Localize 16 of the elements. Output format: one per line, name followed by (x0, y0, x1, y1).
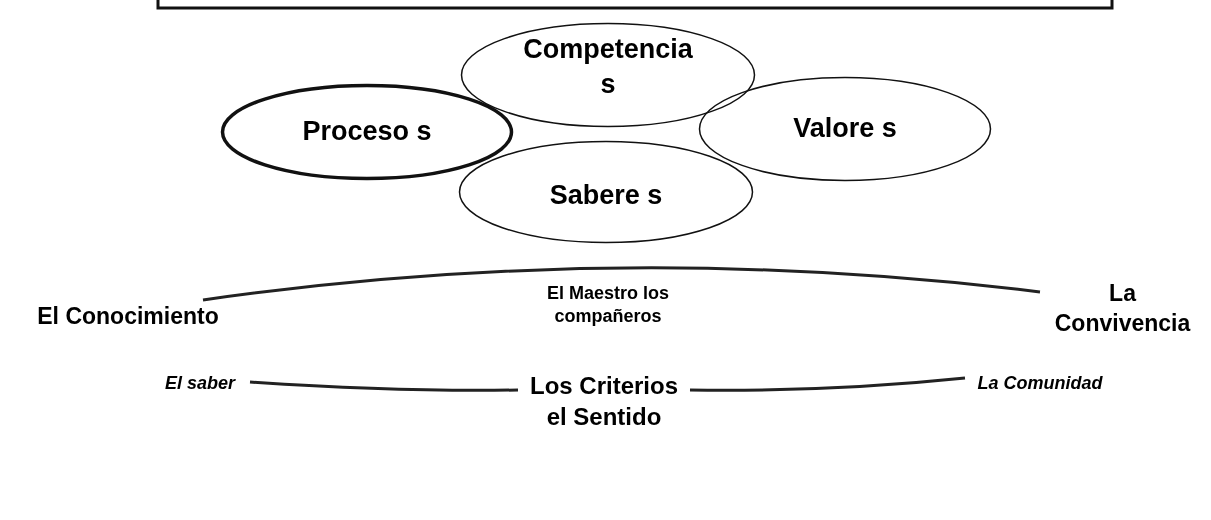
concept-ellipse (698, 76, 992, 182)
connector-line (690, 376, 966, 392)
concept-label: Los Criterios el Sentido (529, 370, 679, 432)
concept-label: El Conocimiento (36, 302, 220, 332)
concept-label: La Comunidad (976, 372, 1104, 396)
concept-text: Sabere s (548, 179, 664, 213)
concept-ellipse (219, 82, 515, 182)
concept-text: Valore s (792, 112, 898, 146)
connector-line (202, 266, 1041, 302)
concept-ellipse (458, 140, 754, 244)
concept-text: Proceso s (302, 115, 432, 149)
concept-label: La Convivencia (1053, 279, 1192, 338)
connector-line (249, 380, 519, 392)
concept-text: Competencia s (522, 32, 694, 101)
concept-label: El saber (163, 372, 237, 396)
concept-ellipse (460, 22, 756, 128)
